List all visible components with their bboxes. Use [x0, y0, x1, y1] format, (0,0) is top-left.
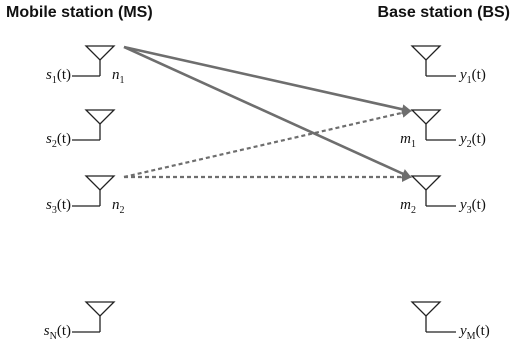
ms-signal-label-4-argument: (t): [56, 323, 71, 339]
bs-antenna-4: [410, 301, 456, 333]
ms-antenna-4: [72, 301, 116, 333]
ms-node-label-n1-symbol: n: [112, 67, 120, 83]
antenna-triangle: [410, 301, 442, 317]
bs-antenna-2: [410, 109, 456, 141]
antenna-triangle: [84, 109, 116, 125]
ms-antenna-3: [72, 175, 116, 207]
bs-node-label-m2-symbol: m: [400, 197, 411, 213]
ms-antenna-1: [72, 45, 116, 77]
bs-antenna-3: [410, 175, 456, 207]
ms-heading: Mobile station (MS): [6, 4, 153, 21]
bs-signal-label-1: y1(t): [460, 68, 486, 86]
ms-signal-label-3: s3(t): [46, 198, 71, 216]
bs-heading: Base station (BS): [377, 4, 510, 21]
antenna-triangle: [84, 301, 116, 317]
bs-node-label-m2-subscript: 2: [411, 205, 416, 216]
ms-signal-label-2-symbol: s: [45, 131, 52, 147]
ms-antenna-2: [72, 109, 116, 141]
antenna-triangle: [84, 175, 116, 191]
ms-node-label-n2: n2: [112, 198, 125, 216]
link-n1-to-m2: [123, 45, 412, 179]
ms-signal-label-1-argument: (t): [56, 67, 71, 83]
antenna-triangle: [410, 45, 442, 61]
bs-signal-label-2: y2(t): [460, 132, 486, 150]
ms-signal-label-3-argument: (t): [56, 197, 71, 213]
bs-signal-label-2-symbol: y: [460, 131, 467, 147]
ms-node-label-n1: n1: [112, 68, 125, 86]
ms-signal-label-3-symbol: s: [45, 197, 52, 213]
bs-signal-label-1-argument: (t): [471, 67, 486, 83]
ms-signal-label-1-symbol: s: [45, 67, 52, 83]
antenna-triangle: [410, 109, 442, 125]
links-layer: [123, 45, 412, 182]
antenna-triangle: [410, 175, 442, 191]
antenna-layer: [72, 45, 456, 333]
ms-node-label-n2-subscript: 2: [119, 205, 125, 216]
bs-signal-label-4-argument: (t): [475, 323, 490, 339]
antenna-triangle: [84, 45, 116, 61]
bs-node-label-m1-subscript: 1: [411, 139, 416, 150]
bs-node-label-m1: m1: [400, 132, 416, 150]
ms-signal-label-2: s2(t): [46, 132, 71, 150]
bs-signal-label-2-argument: (t): [471, 131, 486, 147]
bs-signal-label-4-subscript: M: [466, 331, 476, 342]
bs-signal-label-3-symbol: y: [460, 197, 467, 213]
ms-signal-label-1-subscript: 1: [51, 75, 57, 86]
ms-signal-label-4: sN(t): [44, 324, 71, 342]
ms-signal-label-4-subscript: N: [49, 331, 57, 342]
bs-signal-label-2-subscript: 2: [466, 139, 472, 150]
link-n2-to-m1: [123, 107, 412, 179]
bs-signal-label-1-subscript: 1: [466, 75, 472, 86]
ms-signal-label-3-subscript: 3: [51, 205, 57, 216]
ms-node-label-n2-symbol: n: [112, 197, 120, 213]
bs-signal-label-4: yM(t): [460, 324, 490, 342]
ms-signal-label-2-argument: (t): [56, 131, 71, 147]
bs-signal-label-3-argument: (t): [471, 197, 486, 213]
bs-signal-label-3: y3(t): [460, 198, 486, 216]
bs-signal-label-4-symbol: y: [460, 323, 467, 339]
bs-signal-label-3-subscript: 3: [466, 205, 472, 216]
ms-signal-label-1: s1(t): [46, 68, 71, 86]
bs-signal-label-1-symbol: y: [460, 67, 467, 83]
ms-node-label-n1-subscript: 1: [119, 75, 125, 86]
ms-signal-label-4-symbol: s: [43, 323, 50, 339]
link-n1-to-m1: [123, 45, 412, 115]
bs-antenna-1: [410, 45, 456, 77]
ms-signal-label-2-subscript: 2: [51, 139, 57, 150]
bs-node-label-m2: m2: [400, 198, 416, 216]
bs-node-label-m1-symbol: m: [400, 131, 411, 147]
